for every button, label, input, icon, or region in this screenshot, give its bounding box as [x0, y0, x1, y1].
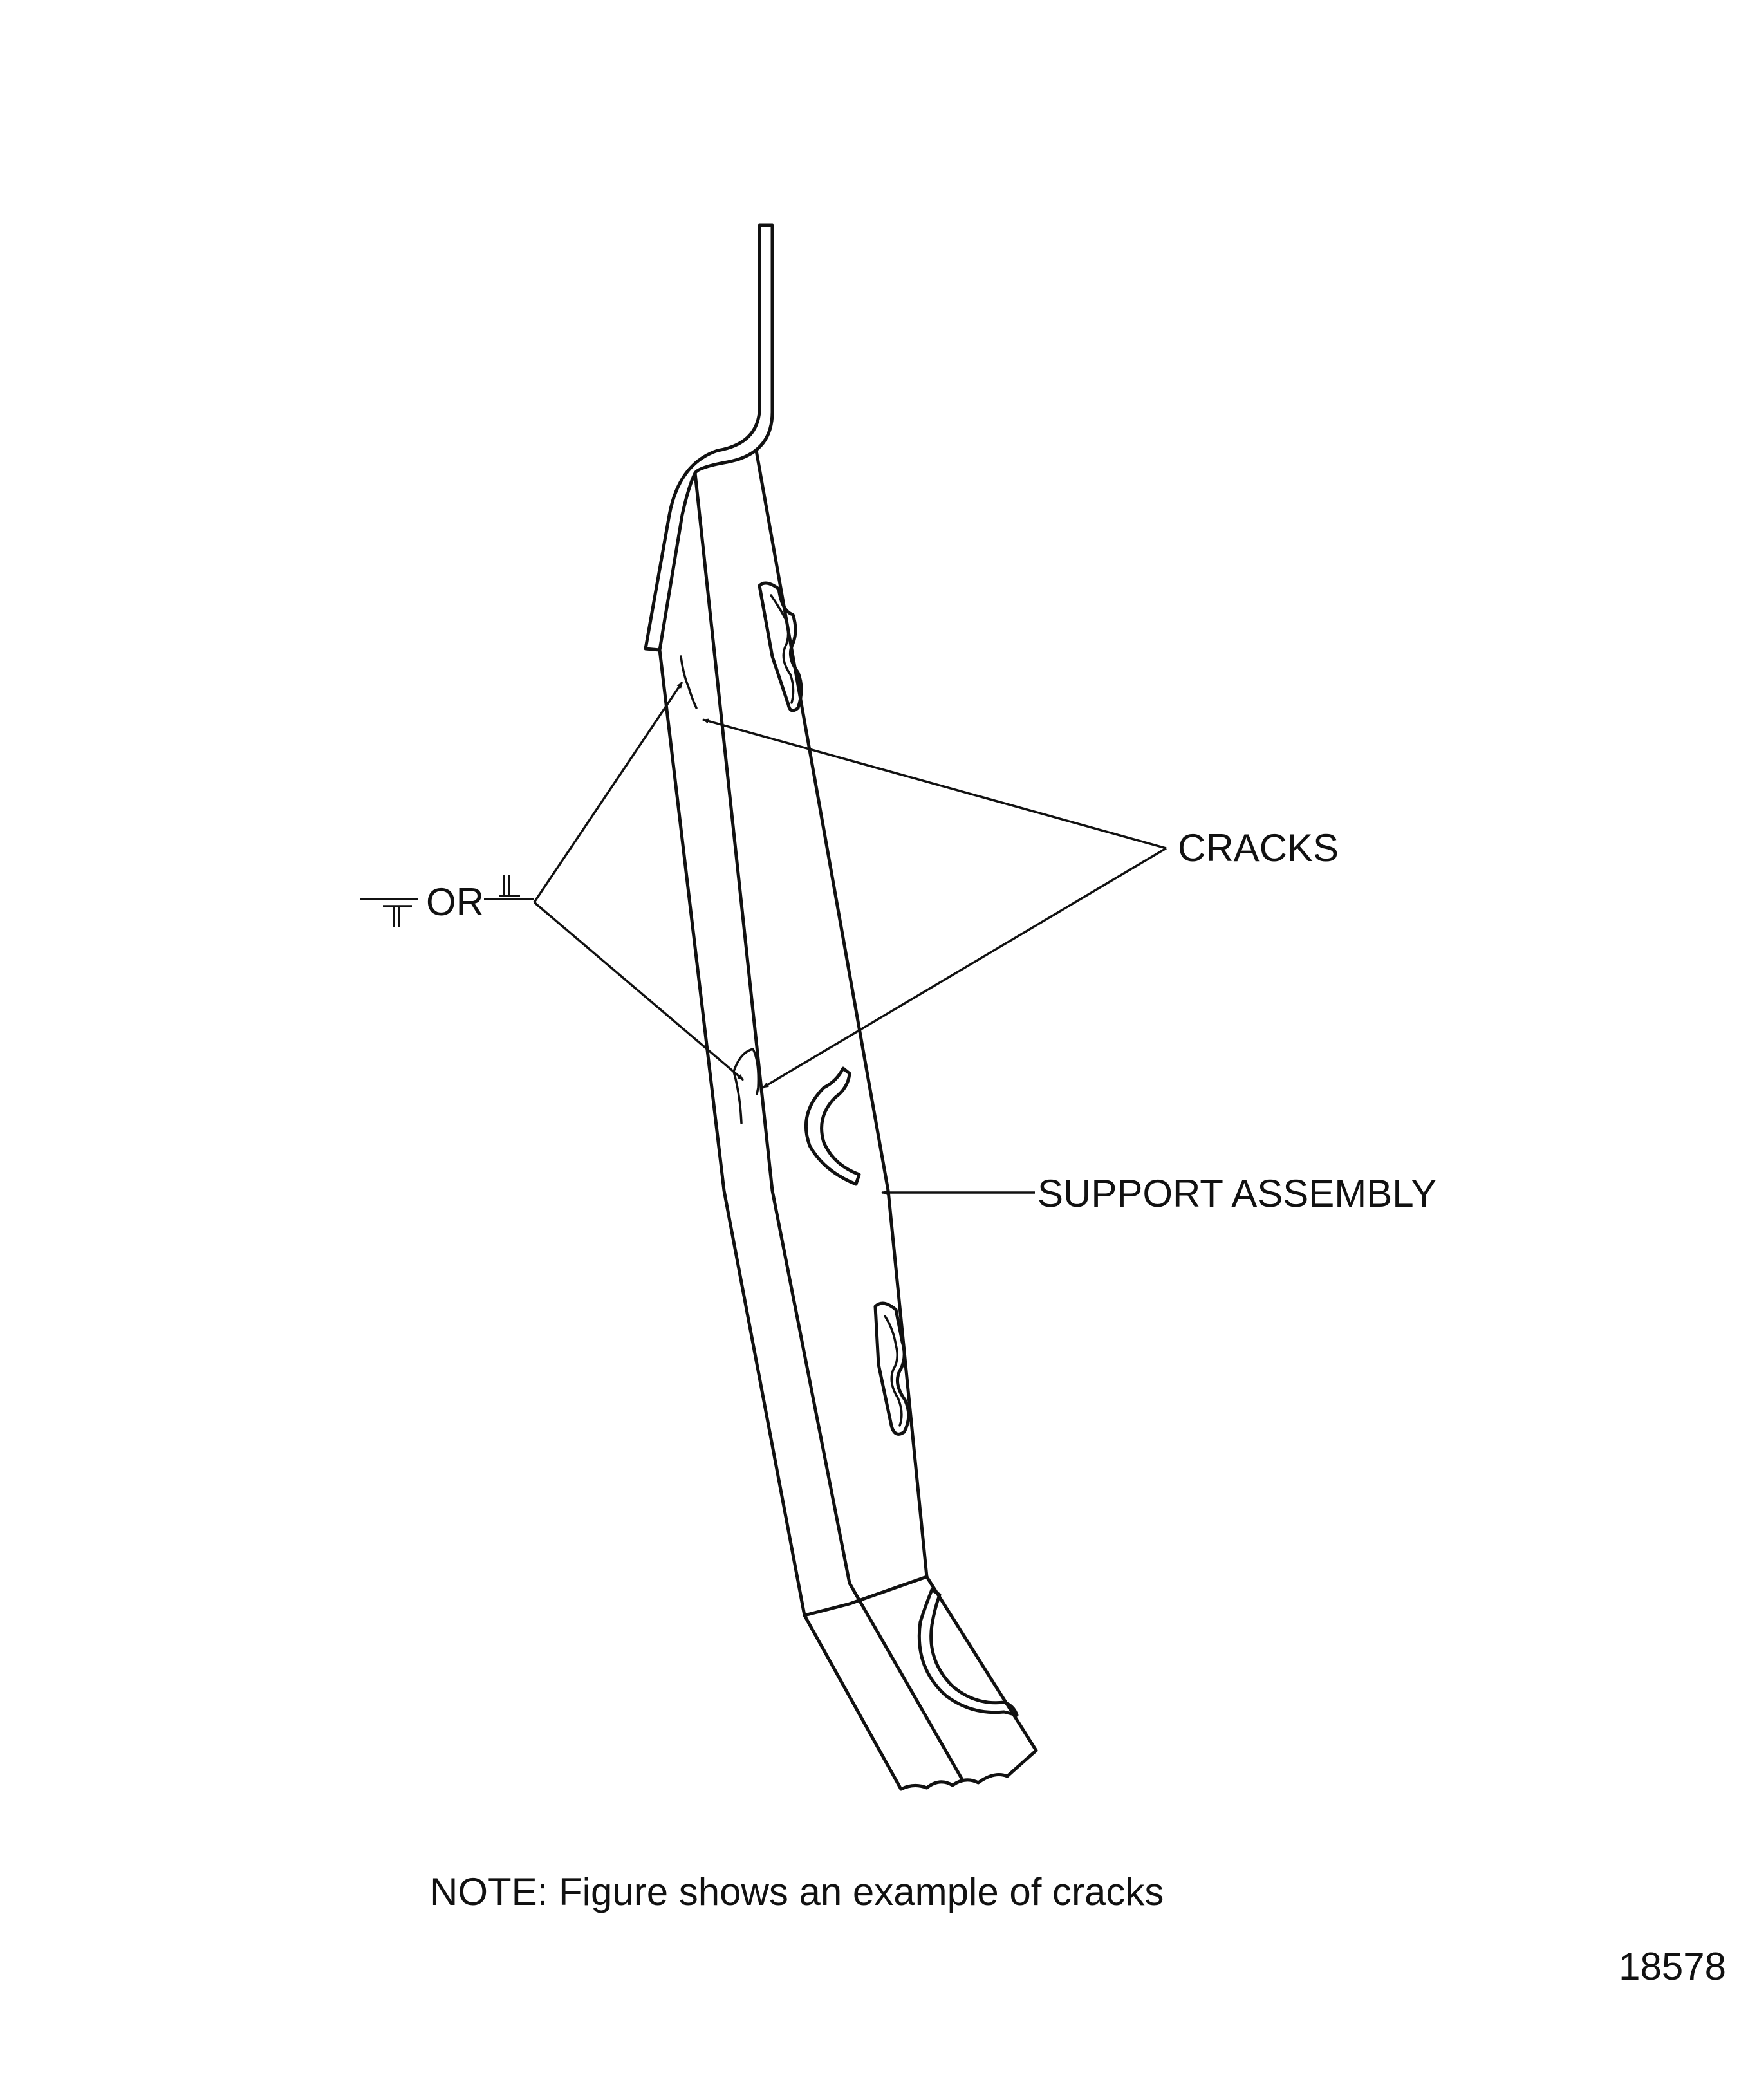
crack-lower [732, 1047, 760, 1095]
cutout-3-inner [884, 1315, 903, 1427]
channel-inner-edge [693, 471, 964, 1781]
cutout-1-inner [770, 594, 795, 704]
crack-lower-2 [732, 1070, 743, 1124]
figure-note: NOTE: Figure shows an example of cracks [430, 1870, 1164, 1913]
cutout-1 [758, 581, 803, 712]
crack-upper [680, 655, 698, 709]
cutout-2 [804, 1066, 861, 1186]
support-assembly-label: SUPPORT ASSEMBLY [1037, 1172, 1436, 1215]
cutout-3 [873, 1301, 911, 1436]
leader-cracks-upper [702, 718, 1167, 850]
cracks-label: CRACKS [1178, 826, 1339, 869]
weld-symbols: OR [360, 875, 534, 927]
channel-left-edge [658, 648, 903, 1791]
cutout-4 [917, 1588, 1019, 1717]
weld-symbol-alt-icon [484, 875, 534, 900]
leader-cracks-lower [762, 847, 1167, 1089]
fold-line [803, 1575, 929, 1617]
leader-weld-lower [533, 901, 745, 1081]
leaders [533, 682, 1167, 1195]
weld-symbol-icon [360, 898, 418, 927]
broken-end [899, 1749, 1038, 1791]
leader-weld-upper [533, 682, 683, 903]
support-bracket [644, 223, 1038, 1791]
top-flange [644, 223, 774, 652]
weld-or-label: OR [426, 880, 484, 924]
figure-number: 18578 [1619, 1945, 1726, 1988]
channel-right-edge [754, 449, 1038, 1752]
